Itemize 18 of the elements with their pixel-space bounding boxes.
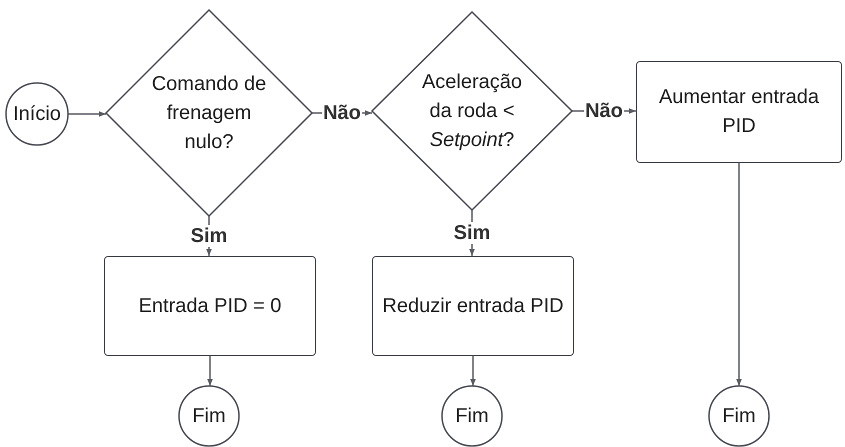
process-box — [372, 256, 574, 356]
node-text: Início — [13, 102, 61, 126]
node-text: Fim — [455, 404, 489, 428]
node-text: Aumentar entrada PID — [658, 85, 820, 139]
process-box — [636, 61, 842, 163]
edge-label: Sim — [452, 222, 492, 244]
node-text: Entrada PID = 0 — [138, 294, 282, 318]
node-text: Comando de frenagem nulo? — [150, 72, 268, 154]
node-text: Fim — [722, 404, 756, 428]
node-text: Fim — [192, 404, 226, 428]
arrow — [207, 356, 213, 386]
arrow — [68, 111, 106, 117]
arrow — [736, 163, 742, 386]
edge-label: Sim — [190, 225, 228, 247]
node-text: Aceleração da roda < Setpoint? — [420, 70, 524, 152]
arrow — [470, 356, 476, 386]
process-box — [104, 256, 316, 356]
node-text: Reduzir entrada PID — [382, 294, 564, 318]
